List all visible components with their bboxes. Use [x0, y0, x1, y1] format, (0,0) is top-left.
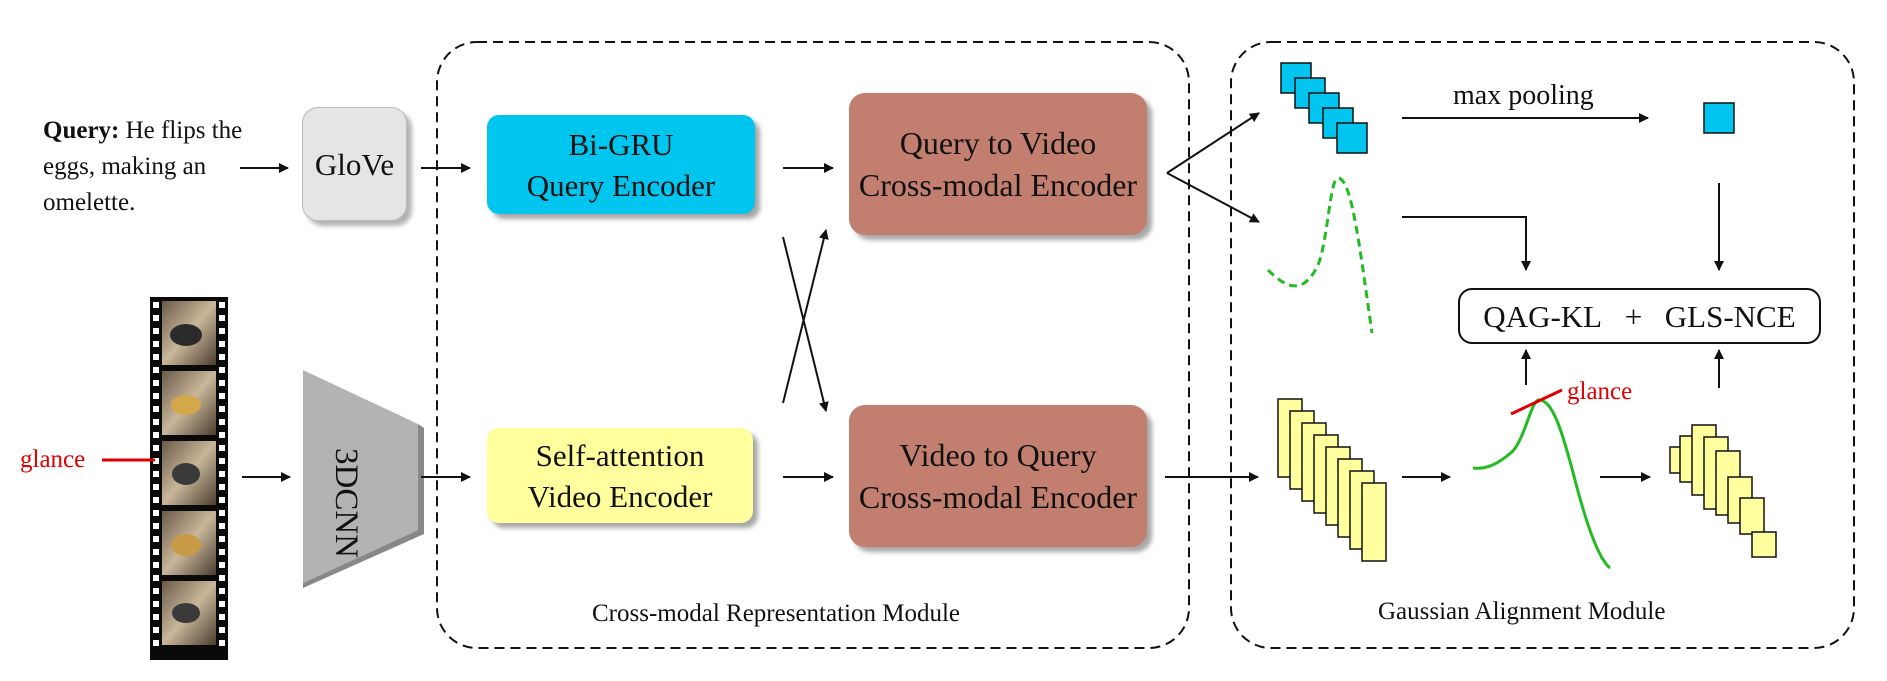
loss-box: QAG-KL + GLS-NCE — [1458, 288, 1821, 344]
reweighted-feature-stack — [1669, 424, 1777, 558]
3dcnn-label: 3DCNN — [328, 447, 364, 558]
query-feature-stack — [1280, 62, 1368, 154]
q2v-encoder-box: Query to Video Cross-modal Encoder — [849, 93, 1147, 235]
glance-label-right: glance — [1567, 378, 1633, 405]
arrow-curve-to-loss — [1402, 216, 1531, 271]
3dcnn-block — [303, 370, 418, 583]
v2q-line1: Video to Query — [899, 437, 1097, 473]
loss-gls-nce: GLS-NCE — [1664, 298, 1796, 334]
selfatt-encoder-box: Self-attention Video Encoder — [487, 428, 753, 523]
v2q-line2: Cross-modal Encoder — [858, 479, 1138, 515]
selfatt-line1: Self-attention — [535, 437, 705, 473]
arrow-cross-to-v2q — [782, 236, 829, 412]
gaussian-module-label: Gaussian Alignment Module — [1378, 598, 1666, 625]
glance-label-left: glance — [20, 446, 86, 473]
video-feature-stack — [1277, 398, 1387, 562]
loss-plus: + — [1624, 298, 1643, 334]
query-sentence: He flips the eggs, making an omelette. — [43, 117, 243, 216]
3dcnn-block-shadow — [303, 424, 424, 588]
loss-qag-kl: QAG-KL — [1483, 298, 1603, 334]
bigru-line1: Bi-GRU — [568, 126, 674, 162]
q2v-line2: Cross-modal Encoder — [858, 167, 1138, 203]
arrow-q2v-to-curve — [1166, 172, 1260, 223]
gaussian-module-border — [1230, 41, 1855, 649]
crossmodal-module-label: Cross-modal Representation Module — [592, 600, 960, 627]
glance-tangent-line — [1510, 388, 1563, 416]
max-pooling-label: max pooling — [1453, 80, 1594, 111]
glove-box: GloVe — [302, 107, 407, 221]
pooled-query-feature — [1703, 102, 1735, 134]
query-text: Query: He flips the eggs, making an omel… — [43, 113, 253, 221]
glance-gaussian-curve — [1472, 398, 1612, 570]
bigru-encoder-box: Bi-GRU Query Encoder — [487, 115, 755, 214]
query-label: Query: — [43, 117, 120, 144]
bigru-line2: Query Encoder — [526, 167, 716, 203]
glove-label: GloVe — [314, 146, 395, 182]
arrow-q2v-to-queryfeat — [1166, 112, 1260, 174]
crossmodal-module-border — [436, 41, 1190, 649]
arrow-cross-to-q2v — [782, 229, 829, 404]
v2q-encoder-box: Video to Query Cross-modal Encoder — [849, 405, 1147, 547]
q2v-line1: Query to Video — [899, 125, 1097, 161]
predicted-gaussian-curve — [1266, 176, 1374, 334]
selfatt-line2: Video Encoder — [527, 478, 713, 514]
video-filmstrip — [150, 297, 228, 660]
